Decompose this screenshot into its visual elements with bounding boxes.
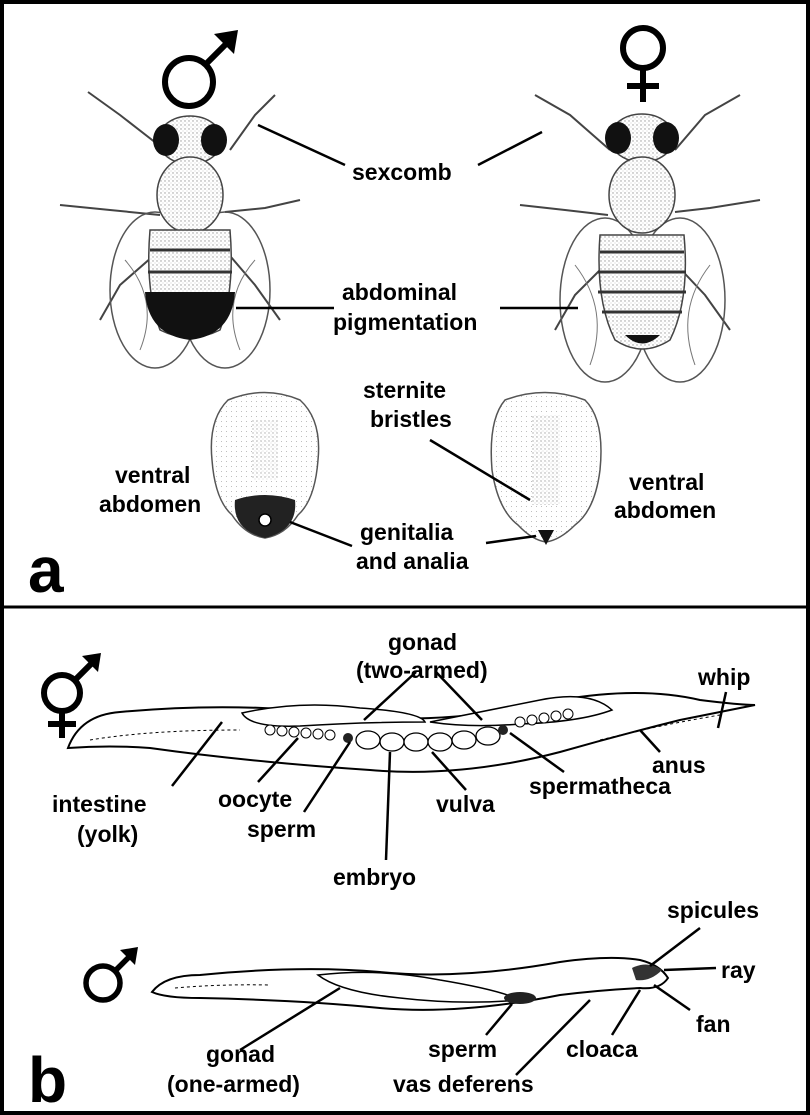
male-ventral-abdomen — [211, 393, 318, 539]
label-abdomen-left: abdomen — [99, 491, 201, 517]
label-sexcomb: sexcomb — [352, 159, 452, 185]
label-bristles: bristles — [370, 406, 452, 432]
label-and-analia: and analia — [356, 548, 469, 574]
label-fan: fan — [696, 1011, 731, 1037]
label-ray: ray — [721, 957, 756, 983]
panel-letter-b: b — [28, 1044, 67, 1115]
label-sperm-top: sperm — [247, 816, 316, 842]
female-symbol-a — [623, 28, 663, 102]
label-whip: whip — [697, 664, 750, 690]
label-abdominal: abdominal — [342, 279, 457, 305]
label-one-armed: (one-armed) — [167, 1071, 300, 1097]
label-pigmentation: pigmentation — [333, 309, 477, 335]
panel-letter-a: a — [28, 534, 64, 606]
label-spicules: spicules — [667, 897, 759, 923]
label-sternite: sternite — [363, 377, 446, 403]
male-symbol-a — [165, 30, 238, 106]
label-oocyte: oocyte — [218, 786, 292, 812]
label-genitalia: genitalia — [360, 519, 454, 545]
female-fly — [520, 95, 760, 382]
label-abdomen-right: abdomen — [614, 497, 716, 523]
label-cloaca: cloaca — [566, 1036, 638, 1062]
label-gonad-two: gonad — [388, 629, 457, 655]
male-worm — [152, 958, 668, 1010]
label-spermatheca: spermatheca — [529, 773, 671, 799]
male-fly — [60, 92, 300, 368]
label-ventral-right: ventral — [629, 469, 704, 495]
label-gonad-one: gonad — [206, 1041, 275, 1067]
label-vulva: vulva — [436, 791, 495, 817]
female-ventral-abdomen — [491, 393, 601, 546]
label-yolk: (yolk) — [77, 821, 138, 847]
label-sperm-bottom: sperm — [428, 1036, 497, 1062]
label-ventral-left: ventral — [115, 462, 190, 488]
label-intestine: intestine — [52, 791, 147, 817]
label-vas-deferens: vas deferens — [393, 1071, 534, 1097]
label-embryo: embryo — [333, 864, 416, 890]
label-two-armed: (two-armed) — [356, 657, 488, 683]
male-symbol-b — [86, 947, 138, 1000]
